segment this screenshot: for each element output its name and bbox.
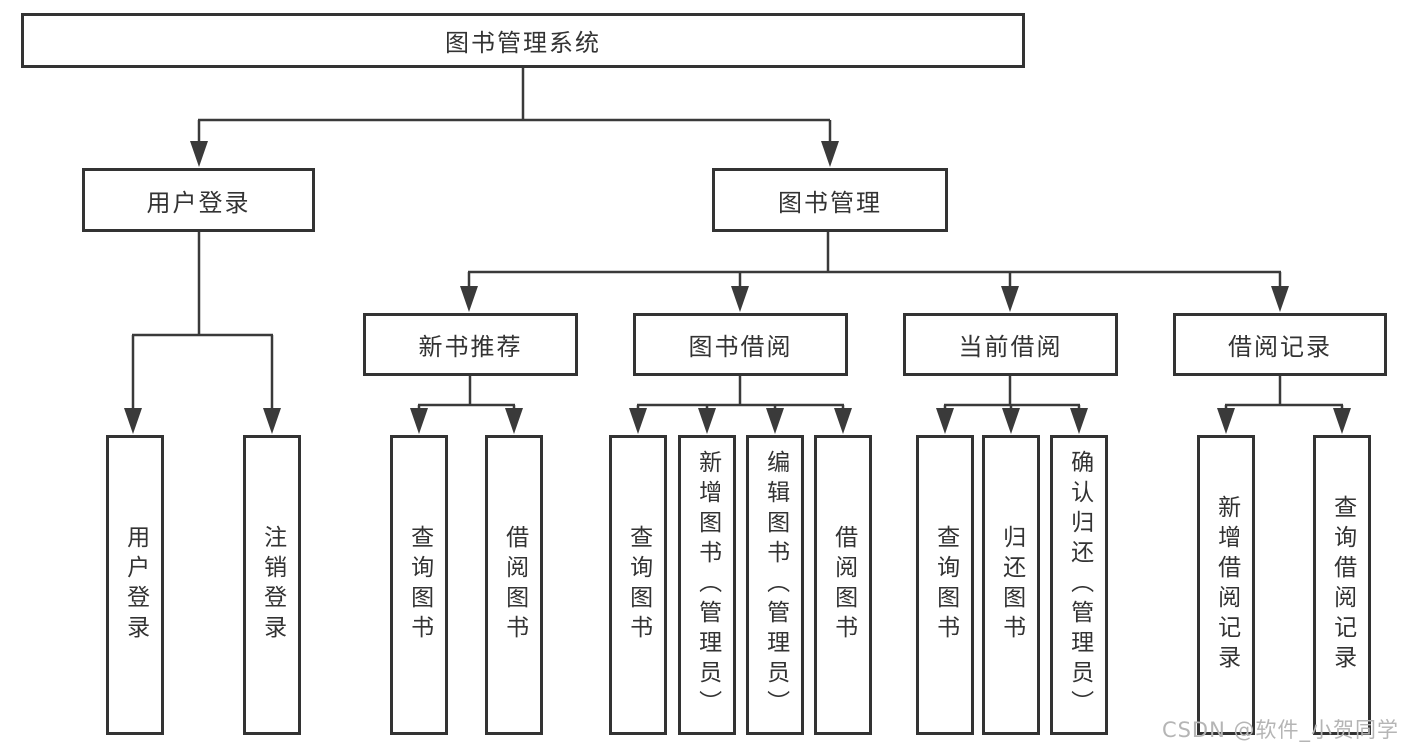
node-user-login: 用户登录 [82,168,315,232]
node-user-login-label: 用户登录 [146,188,251,217]
node-root-label: 图书管理系统 [445,29,601,57]
leaf-confirm-return-admin: 确认归还（管理员） [1050,435,1108,735]
node-current-borrowing: 当前借阅 [903,313,1118,376]
node-book-borrowing-label: 图书借阅 [688,333,793,361]
leaf-borrow-books-borrowing: 借阅图书 [814,435,872,735]
leaf-user-login: 用户登录 [106,435,164,735]
leaf-borrow-books-borrowing-label: 借阅图书 [830,525,857,645]
node-new-book-recommend-label: 新书推荐 [418,333,523,361]
leaf-query-books-recommend-label: 查询图书 [406,525,433,645]
leaf-confirm-return-admin-label: 确认归还（管理员） [1066,450,1093,720]
node-borrowing-records-label: 借阅记录 [1228,333,1332,361]
leaf-logout-login: 注销登录 [243,435,301,735]
leaf-query-books-current-label: 查询图书 [932,525,959,645]
node-borrowing-records: 借阅记录 [1173,313,1387,376]
leaf-return-books-label: 归还图书 [998,525,1025,645]
node-new-book-recommend: 新书推荐 [363,313,578,376]
leaf-query-books-current: 查询图书 [916,435,974,735]
leaf-return-books: 归还图书 [982,435,1040,735]
leaf-borrow-books-recommend: 借阅图书 [485,435,543,735]
csdn-watermark: CSDN @软件_小贺同学 [1161,718,1399,742]
leaf-edit-book-admin: 编辑图书（管理员） [746,435,804,735]
node-book-management: 图书管理 [712,168,948,232]
leaf-edit-book-admin-label: 编辑图书（管理员） [762,450,789,720]
leaf-query-borrow-record-label: 查询借阅记录 [1329,495,1356,675]
node-book-borrowing: 图书借阅 [633,313,848,376]
leaf-user-login-label: 用户登录 [122,525,149,645]
leaf-borrow-books-recommend-label: 借阅图书 [501,525,528,645]
leaf-query-borrow-record: 查询借阅记录 [1313,435,1371,735]
leaf-query-books-borrowing: 查询图书 [609,435,667,735]
leaf-add-borrow-record: 新增借阅记录 [1197,435,1255,735]
node-root-system: 图书管理系统 [21,13,1025,68]
leaf-logout-login-label: 注销登录 [259,525,286,645]
leaf-add-book-admin: 新增图书（管理员） [678,435,736,735]
leaf-query-books-recommend: 查询图书 [390,435,448,735]
leaf-query-books-borrowing-label: 查询图书 [625,525,652,645]
leaf-add-book-admin-label: 新增图书（管理员） [694,450,721,720]
node-current-borrowing-label: 当前借阅 [958,333,1063,361]
node-book-management-label: 图书管理 [778,188,882,217]
leaf-add-borrow-record-label: 新增借阅记录 [1213,495,1240,675]
